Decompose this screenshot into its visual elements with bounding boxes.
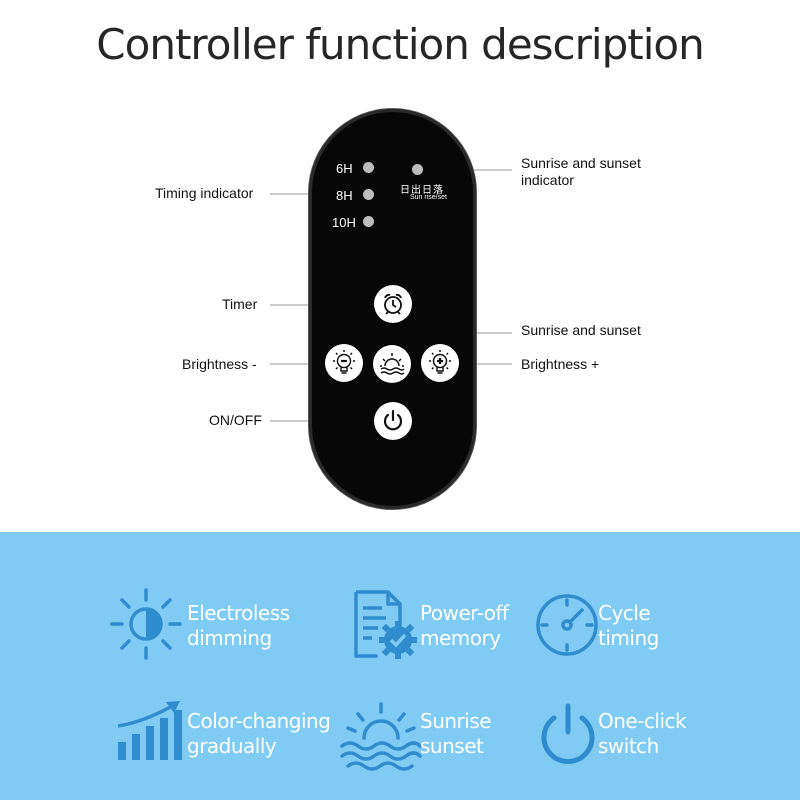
power-button[interactable] — [374, 402, 412, 440]
sunrise-label-cn: 日出日落 — [400, 185, 444, 196]
sunrise-label-en: Sun rise/set — [410, 194, 447, 201]
brightness-plus-button[interactable] — [421, 344, 459, 382]
sunrise-sunset-label: Sunrise and sunset — [521, 322, 641, 338]
document-gear-icon — [354, 590, 417, 659]
power-icon — [383, 409, 403, 431]
sunrise-sunset-button[interactable] — [373, 345, 411, 383]
page-title: Controller function description — [96, 20, 704, 69]
on-off-label: ON/OFF — [209, 412, 262, 428]
half-sun-icon — [110, 588, 182, 660]
power-icon — [541, 703, 595, 764]
timing-indicator-label: Timing indicator — [155, 185, 254, 201]
clock-icon — [536, 594, 598, 656]
timer-8h-indicator — [363, 189, 374, 200]
sunrise-indicator — [412, 164, 423, 175]
sunrise-icon — [380, 353, 405, 375]
sunrise-icon — [340, 702, 422, 771]
timer-10h-indicator — [363, 216, 374, 227]
alarm-clock-icon — [384, 293, 402, 315]
timer-label: Timer — [222, 296, 258, 312]
sunrise-indicator-label-line1: Sunrise and sunset — [521, 155, 641, 171]
brightness-plus-label: Brightness + — [521, 356, 600, 372]
bulb-plus-icon — [429, 350, 451, 374]
brightness-minus-label: Brightness - — [182, 356, 257, 372]
brightness-minus-button[interactable] — [325, 344, 363, 382]
timer-6h-label: 6H — [336, 161, 353, 176]
timer-10h-label: 10H — [332, 215, 356, 230]
bulb-minus-icon — [333, 350, 355, 374]
timer-6h-indicator — [363, 162, 374, 173]
timer-8h-label: 8H — [336, 188, 353, 203]
bar-chart-arrow-icon — [117, 701, 182, 760]
timer-button[interactable] — [374, 285, 412, 323]
sunrise-indicator-label-line2: indicator — [521, 172, 574, 188]
